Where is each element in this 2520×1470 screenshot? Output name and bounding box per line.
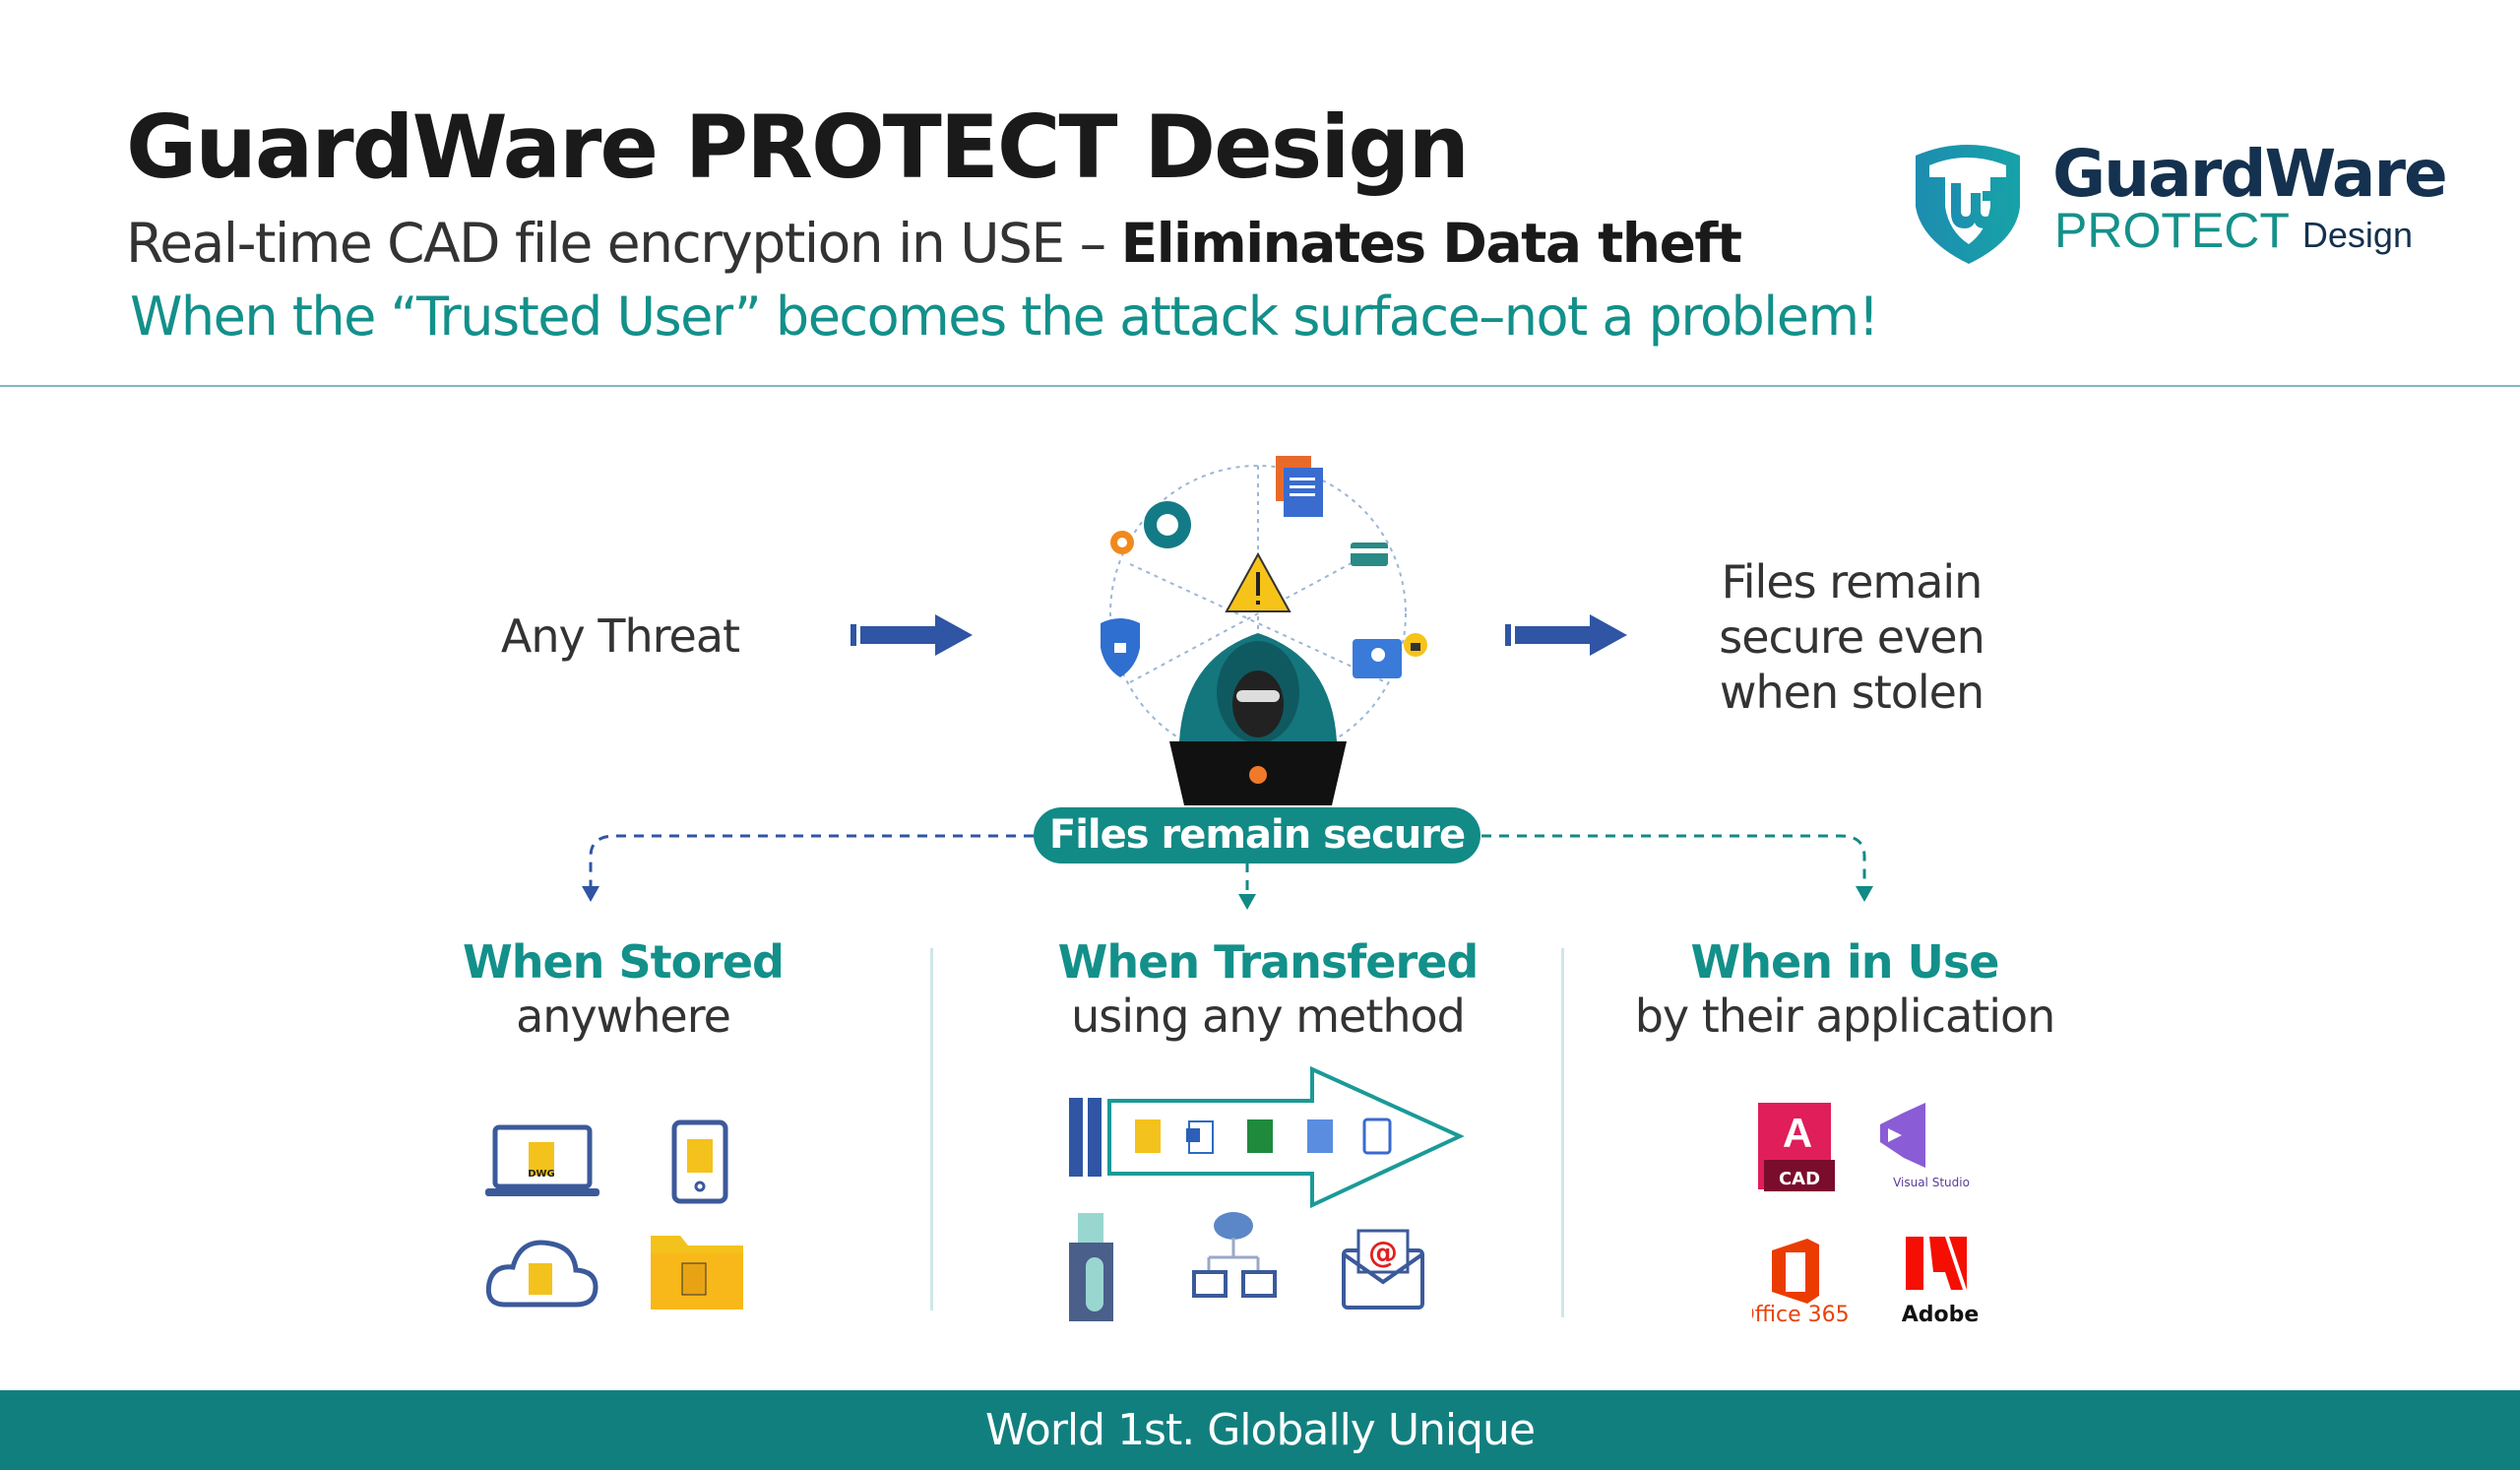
excel-file-icon (1247, 1119, 1273, 1153)
user-folder-icon (1353, 633, 1427, 678)
column-sub-in-use: by their application (1634, 990, 2056, 1043)
arrow-right-icon (1505, 614, 1627, 656)
column-sub-stored: anywhere (516, 990, 731, 1043)
phone-icon (671, 1119, 728, 1204)
page-title: GuardWare PROTECT Design (126, 96, 1470, 198)
office-label: Office 365 (1752, 1303, 1850, 1327)
transfer-arrow (1107, 1065, 1465, 1209)
guardware-shield-logo-icon (1916, 145, 2020, 264)
email-icon: @ (1342, 1229, 1424, 1310)
laptop-icon (485, 1124, 599, 1196)
column-sub-transfered: using any method (1071, 990, 1466, 1043)
subtitle-plain: Real-time CAD file encryption in USE – (126, 212, 1121, 275)
document-icon (1276, 456, 1323, 517)
subtitle: Real-time CAD file encryption in USE – E… (126, 212, 1742, 275)
dashed-connectors (582, 834, 1873, 910)
word-file-icon (1188, 1120, 1214, 1154)
logo-edition: Design (2301, 215, 2413, 255)
tagline: When the “Trusted User” becomes the atta… (130, 286, 1879, 348)
adobe-icon: Adobe (1902, 1237, 1980, 1327)
cloud-icon (485, 1240, 598, 1308)
visual-studio-label: Visual Studio (1893, 1176, 1970, 1189)
arrow-down-icon (1238, 894, 1256, 910)
column-heading-stored: When Stored (463, 935, 785, 989)
visual-studio-icon: Visual Studio (1880, 1103, 1970, 1189)
shield-lock-icon (1101, 618, 1140, 677)
header-divider (0, 385, 2520, 387)
dwg-file-icon (1135, 1119, 1161, 1153)
dwg-badge: DWG (528, 1169, 555, 1180)
autocad-label: CAD (1779, 1169, 1820, 1189)
footer-banner: World 1st. Globally Unique (0, 1390, 2520, 1470)
application-logos: A CAD Visual Studio Office 365 Adobe (1752, 1103, 1980, 1327)
hacker-figure (1179, 633, 1337, 743)
arrow-down-icon (1856, 886, 1873, 902)
column-heading-in-use: When in Use (1690, 935, 2000, 989)
column-heading-transfered: When Transfered (1057, 935, 1480, 989)
doc-file-icon (1307, 1119, 1333, 1153)
label-line: Files remain (1721, 555, 1984, 608)
warning-icon (1225, 551, 1292, 612)
label-line: secure even (1719, 610, 1985, 664)
svg-text:A: A (1783, 1110, 1812, 1156)
adobe-label: Adobe (1902, 1303, 1980, 1327)
usb-drive-icon (1069, 1213, 1113, 1321)
autocad-icon: A CAD (1758, 1103, 1835, 1191)
arrow-down-icon (582, 886, 599, 902)
code-file-icon (1362, 1118, 1392, 1155)
storage-icons: DWG (485, 1119, 743, 1310)
transfer-icons: @ (1069, 1065, 1465, 1321)
laptop-icon (1169, 741, 1347, 805)
arrow-right-icon (850, 614, 973, 656)
svg-text:@: @ (1368, 1236, 1398, 1270)
files-secure-stolen-label: Files remain secure even when stolen (1655, 554, 2048, 720)
column-divider (930, 948, 933, 1310)
label-line: when stolen (1719, 666, 1984, 719)
column-divider (1561, 948, 1564, 1317)
folder-icon (651, 1236, 743, 1310)
office-365-icon: Office 365 (1752, 1239, 1850, 1327)
subtitle-bold: Eliminates Data theft (1120, 212, 1742, 275)
gear-icon (1144, 501, 1191, 548)
logo-product-name: PROTECT (2054, 203, 2289, 258)
logo-product: PROTECT Design (2054, 202, 2413, 259)
hacker-threat-illustration (1101, 456, 1427, 805)
any-threat-label: Any Threat (500, 609, 740, 663)
network-cloud-icon (1192, 1212, 1277, 1298)
logo-name: GuardWare (2052, 136, 2448, 212)
files-remain-secure-pill: Files remain secure (1034, 807, 1480, 863)
